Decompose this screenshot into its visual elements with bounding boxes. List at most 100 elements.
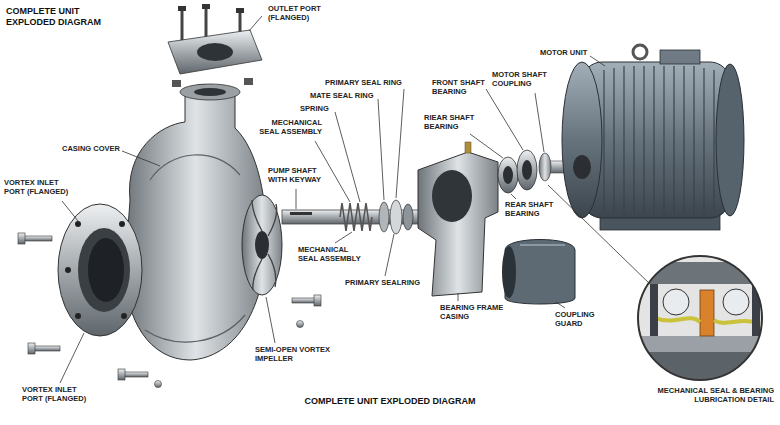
shaft-bearings <box>517 150 537 190</box>
detail-inset <box>700 290 714 336</box>
leader-lines <box>296 189 297 209</box>
inlet-flange <box>78 228 130 312</box>
leader-lines <box>396 89 404 198</box>
shaft-bearings <box>503 166 513 184</box>
outlet-flange <box>202 4 210 9</box>
detail-inset <box>630 250 770 390</box>
mechanical-seal <box>340 203 372 231</box>
loose-bolts <box>292 298 316 303</box>
inlet-flange <box>58 204 142 336</box>
leader-lines <box>590 56 605 66</box>
pump-shaft <box>290 212 312 215</box>
inlet-flange <box>75 313 81 319</box>
inlet-flange <box>58 204 142 336</box>
bearing-frame <box>418 142 498 296</box>
detail-inset <box>663 289 689 315</box>
motor-unit <box>716 64 744 216</box>
part-label: MOTOR SHAFT COUPLING <box>492 70 552 88</box>
mechanical-seal <box>340 200 413 234</box>
motor-unit <box>673 66 674 214</box>
impeller <box>242 195 282 295</box>
motor-unit <box>539 45 744 230</box>
leader-lines <box>535 93 544 152</box>
part-label: RIEAR SHAFT BEARING <box>424 113 480 131</box>
leader-lines <box>511 194 516 199</box>
part-label: FRONT SHAFT BEARING <box>432 78 488 96</box>
leader-lines <box>315 141 350 202</box>
motor-unit <box>573 155 591 179</box>
loose-bolts <box>118 369 125 380</box>
motor-unit <box>562 62 602 218</box>
diagram-title: COMPLETE UNIT EXPLODED DIAGRAM <box>6 6 116 28</box>
casing-cover <box>194 88 226 96</box>
motor-unit <box>604 66 714 214</box>
part-label: MOTOR UNIT <box>540 48 587 57</box>
bearing-frame <box>418 152 498 296</box>
part-label: MECHANICAL SEAL & BEARING LUBRICATION DE… <box>634 386 774 404</box>
leader-lines <box>122 151 160 166</box>
part-label: MATE SEAL RING <box>310 91 373 100</box>
loose-bolts <box>34 346 60 351</box>
detail-inset <box>723 289 749 315</box>
outlet-flange <box>178 6 186 11</box>
motor-unit <box>663 66 664 214</box>
impeller <box>255 231 269 259</box>
outlet-flange <box>236 8 244 13</box>
motor-unit <box>539 153 551 181</box>
leader-lines <box>556 302 565 308</box>
mechanical-seal <box>403 204 413 230</box>
shaft-bearings <box>498 150 537 193</box>
part-label: VORTEX INLET PORT (FLANGED) <box>22 385 94 403</box>
impeller <box>268 204 277 236</box>
loose-bolts <box>297 321 304 328</box>
leader-lines <box>335 232 352 243</box>
part-label: PUMP SHAFT WITH KEYWAY <box>268 166 330 184</box>
part-label: PRIMARY SEALRING <box>345 278 420 287</box>
outlet-flange <box>172 80 181 87</box>
shaft-bearings <box>522 160 532 180</box>
motor-unit <box>613 68 614 212</box>
motor-unit <box>633 45 647 59</box>
motor-unit <box>693 66 694 214</box>
coupling-guard <box>520 244 565 246</box>
leader-lines <box>385 234 394 276</box>
detail-inset <box>638 256 762 380</box>
loose-bolts <box>28 343 35 354</box>
impeller <box>268 254 276 287</box>
loose-bolts <box>155 381 162 388</box>
part-label: REAR SHAFT BEARING <box>505 200 563 218</box>
casing-cover <box>180 84 240 100</box>
loose-bolts <box>18 233 25 244</box>
coupling-guard <box>502 240 575 305</box>
outlet-flange <box>168 4 262 91</box>
leader-lines <box>60 16 652 383</box>
leader-lines <box>266 297 275 343</box>
outlet-flange <box>244 78 253 85</box>
part-label: SPRING <box>300 104 329 113</box>
leader-lines <box>470 134 503 158</box>
mechanical-seal <box>379 202 389 232</box>
detail-inset <box>655 318 700 322</box>
inlet-flange <box>121 313 127 319</box>
leader-lines <box>548 185 652 286</box>
bearing-frame <box>465 142 471 153</box>
diagram-caption: COMPLETE UNIT EXPLODED DIAGRAM <box>280 396 500 407</box>
bearing-frame <box>432 170 472 222</box>
loose-bolts <box>124 372 148 377</box>
motor-unit <box>713 70 714 210</box>
motor-unit <box>633 66 634 214</box>
motor-unit <box>643 66 644 214</box>
part-label: MECHANICAL SEAL ASSEMBLY <box>298 245 364 263</box>
part-label: OUTLET PORT (FLANGED) <box>268 4 328 22</box>
motor-unit <box>582 62 730 218</box>
part-label: VORTEX INLET PORT (FLANGED) <box>4 178 76 196</box>
part-label: BEARING FRAME CASING <box>440 303 512 321</box>
motor-unit <box>603 70 604 210</box>
leader-lines <box>458 293 459 301</box>
outlet-flange <box>197 43 233 61</box>
motor-unit <box>683 66 684 214</box>
casing-cover <box>150 155 240 180</box>
part-label: SEMI-OPEN VORTEX IMPELLER <box>255 345 330 363</box>
